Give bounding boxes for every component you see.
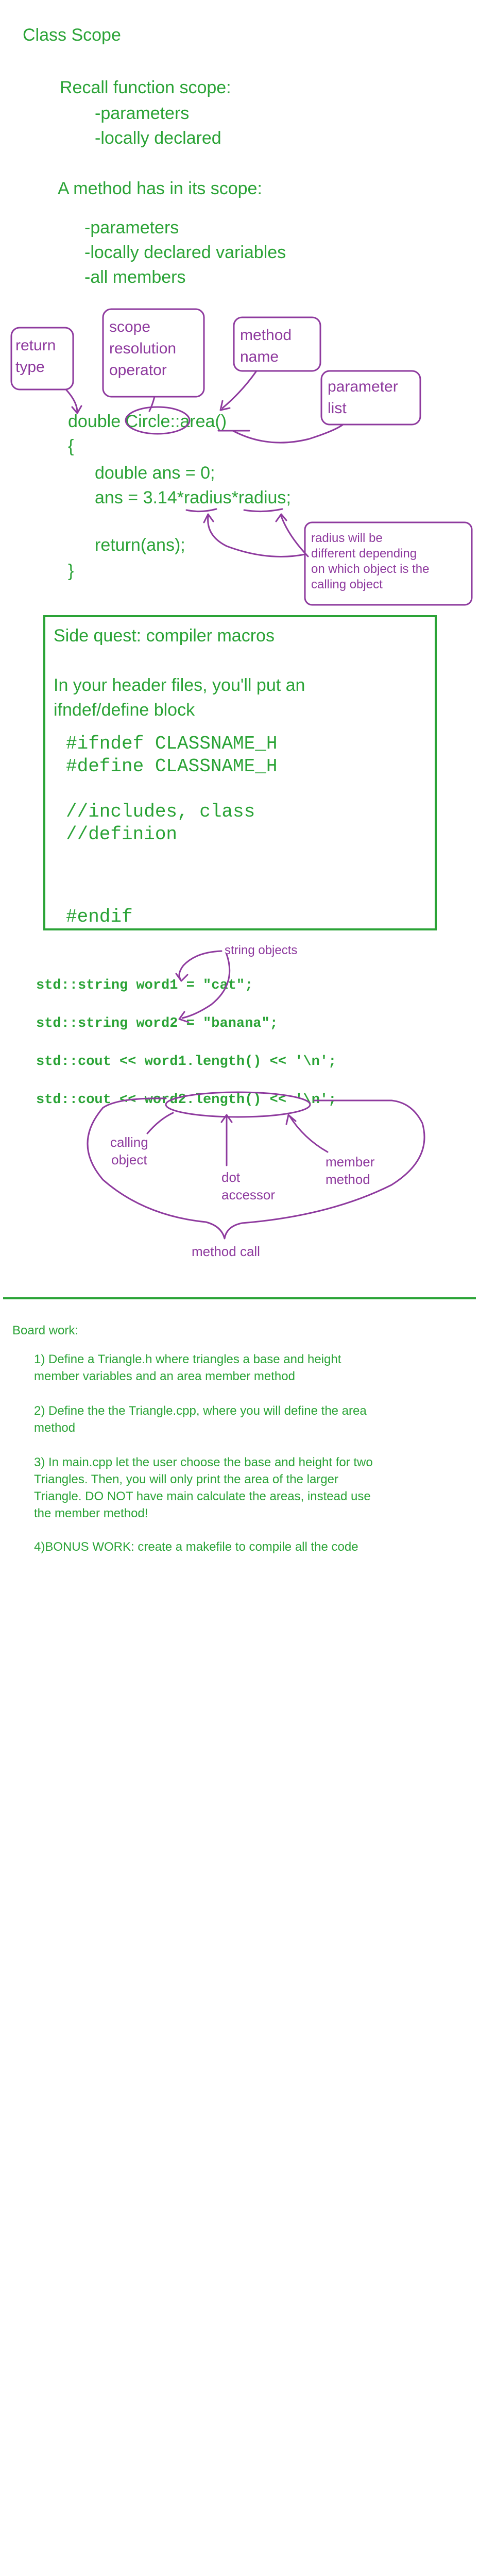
close-brace: } (68, 561, 74, 581)
side-quest-endif: #endif (66, 906, 133, 927)
recall-item: -locally declared (95, 128, 221, 148)
code-line: std::cout << word1.length() << '\n'; (36, 1054, 337, 1070)
code-line: std::cout << word2.length() << '\n'; (36, 1092, 337, 1108)
method-signature: double Circle::area() (68, 412, 227, 431)
side-quest-heading: Side quest: compiler macros (54, 626, 275, 646)
board-work-item: 1) Define a Triangle.h where triangles a… (34, 1352, 341, 1383)
method-name-label: method name (240, 327, 292, 365)
method-scope-item: -all members (84, 267, 186, 287)
parameter-list-label: parameter list (328, 378, 398, 417)
scope-resolution-label: scope resolution operator (109, 318, 177, 379)
method-call-label: method call (192, 1244, 260, 1259)
code-line: double ans = 0; (95, 463, 215, 483)
code-line: ans = 3.14*radius*radius; (95, 488, 291, 507)
code-line: std::string word2 = "banana"; (36, 1016, 278, 1031)
side-quest-intro: In your header files, you'll put an ifnd… (54, 675, 305, 720)
recall-item: -parameters (95, 104, 190, 123)
method-scope-heading: A method has in its scope: (58, 179, 262, 198)
board-work-heading: Board work: (12, 1324, 79, 1337)
board-work-item: 2) Define the the Triangle.cpp, where yo… (34, 1404, 367, 1435)
code-line: std::string word1 = "cat"; (36, 978, 253, 993)
side-quest-box (43, 615, 437, 930)
dot-accessor-label: dot accessor (221, 1170, 276, 1202)
page-title: Class Scope (23, 25, 121, 45)
method-scope-item: -locally declared variables (84, 243, 286, 262)
member-method-label: member method (326, 1154, 375, 1187)
calling-object-label: calling object (110, 1134, 148, 1167)
side-quest-code: #ifndef CLASSNAME_H #define CLASSNAME_H … (66, 733, 278, 845)
code-line: return(ans); (95, 535, 185, 555)
board-work-item: 4)BONUS WORK: create a makefile to compi… (34, 1540, 358, 1554)
open-brace: { (68, 436, 74, 456)
recall-heading: Recall function scope: (60, 78, 231, 97)
radius-note: radius will be different depending on wh… (311, 531, 430, 591)
method-scope-item: -parameters (84, 218, 179, 238)
string-objects-label: string objects (225, 943, 298, 957)
board-work-item: 3) In main.cpp let the user choose the b… (34, 1455, 373, 1520)
return-type-label: return type (15, 337, 56, 376)
